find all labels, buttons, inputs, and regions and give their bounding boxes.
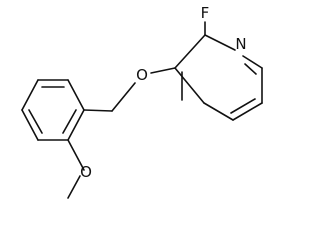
pyridine-ring — [174, 21, 263, 121]
bond-benzene-ch2 — [83, 109, 113, 112]
bond-pyridine-n-c6-inner — [244, 63, 257, 75]
bond-c3-o — [150, 67, 176, 74]
nitrogen-atom-label: N — [235, 35, 246, 53]
bond-benzene-inner-right — [62, 109, 77, 134]
methoxy-oxygen-label: O — [80, 163, 92, 181]
bond-pyridine-n-c6 — [242, 55, 263, 69]
bond-benzene-c6-c1 — [21, 79, 39, 111]
bond-pyridine-c2-c3 — [174, 34, 206, 69]
bond-benzene-methoxy-o — [67, 139, 85, 171]
fluorine-atom-label: F — [201, 4, 210, 22]
benzene-ring — [21, 79, 113, 199]
bond-pyridine-c5-c6 — [232, 102, 263, 121]
bond-benzene-inner-left — [28, 109, 43, 134]
ether-oxygen-label: O — [136, 66, 148, 84]
bond-pyridine-c2-n — [204, 34, 236, 51]
bond-pyridine-c5-c6-inner — [230, 98, 256, 114]
bond-benzene-c2-c3 — [67, 79, 85, 111]
molecule-structure-diagram: F N O O — [21, 4, 263, 199]
bond-o-ch2 — [111, 82, 136, 112]
bond-benzene-c5-c6 — [21, 109, 39, 141]
bond-benzene-c3-c4 — [67, 109, 85, 141]
bond-methoxy-o-methyl — [67, 175, 81, 199]
bond-pyridine-c3-c4 — [174, 67, 205, 104]
bond-pyridine-c4-c5 — [203, 102, 234, 121]
